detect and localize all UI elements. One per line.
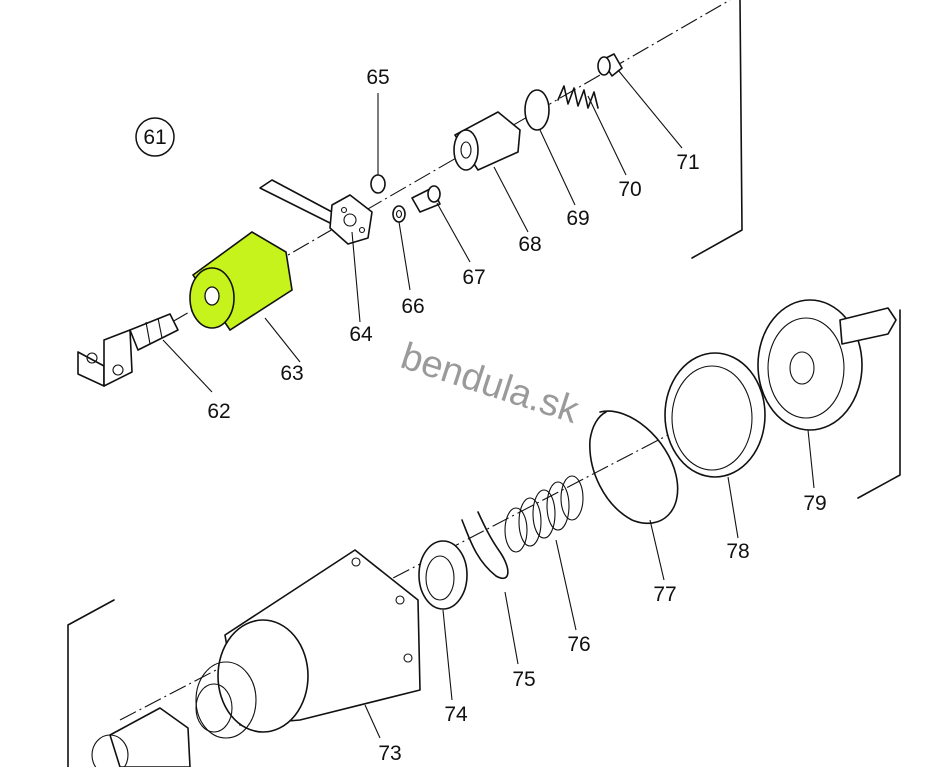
label-70: 70	[618, 178, 641, 201]
part-70-spring	[557, 85, 599, 109]
label-63: 63	[280, 362, 303, 385]
part-71-cap	[597, 53, 623, 77]
part-62-terminal-bolt	[77, 313, 179, 387]
label-65: 65	[366, 66, 389, 89]
part-73-housing	[91, 549, 421, 767]
leader-lines	[162, 69, 815, 739]
part-65-ring	[370, 174, 386, 194]
watermark-text: bendula.sk	[396, 335, 585, 432]
label-66: 66	[401, 295, 424, 318]
group-marker: 61	[135, 117, 175, 157]
part-64-lever-bracket	[259, 179, 373, 245]
label-67: 67	[462, 266, 485, 289]
label-78: 78	[726, 540, 749, 563]
label-64: 64	[349, 323, 373, 346]
part-69-o-ring	[524, 89, 550, 131]
part-63-plunger	[189, 231, 293, 332]
part-68-sleeve	[453, 111, 521, 171]
part-79-drive-plate	[757, 299, 897, 431]
frame-lines	[67, 0, 901, 767]
part-75-clip	[461, 511, 509, 579]
label-76: 76	[567, 633, 590, 656]
part-labels: 62 63 64 65 66 67 68 69 70 71 73 74 75 7…	[207, 66, 826, 765]
label-75: 75	[512, 668, 535, 691]
group-label: 61	[143, 126, 166, 149]
label-69: 69	[566, 207, 589, 230]
label-73: 73	[378, 742, 401, 765]
label-77: 77	[653, 583, 676, 606]
part-66-washer	[392, 205, 406, 223]
label-71: 71	[676, 151, 699, 174]
part-76-spring	[504, 475, 584, 553]
label-74: 74	[444, 703, 468, 726]
label-79: 79	[803, 492, 826, 515]
part-77-snap-ring	[589, 410, 679, 525]
part-78-ring	[664, 352, 766, 478]
part-74-washer	[418, 540, 468, 610]
label-62: 62	[207, 400, 230, 423]
part-67-screw	[411, 185, 441, 213]
label-68: 68	[518, 233, 541, 256]
